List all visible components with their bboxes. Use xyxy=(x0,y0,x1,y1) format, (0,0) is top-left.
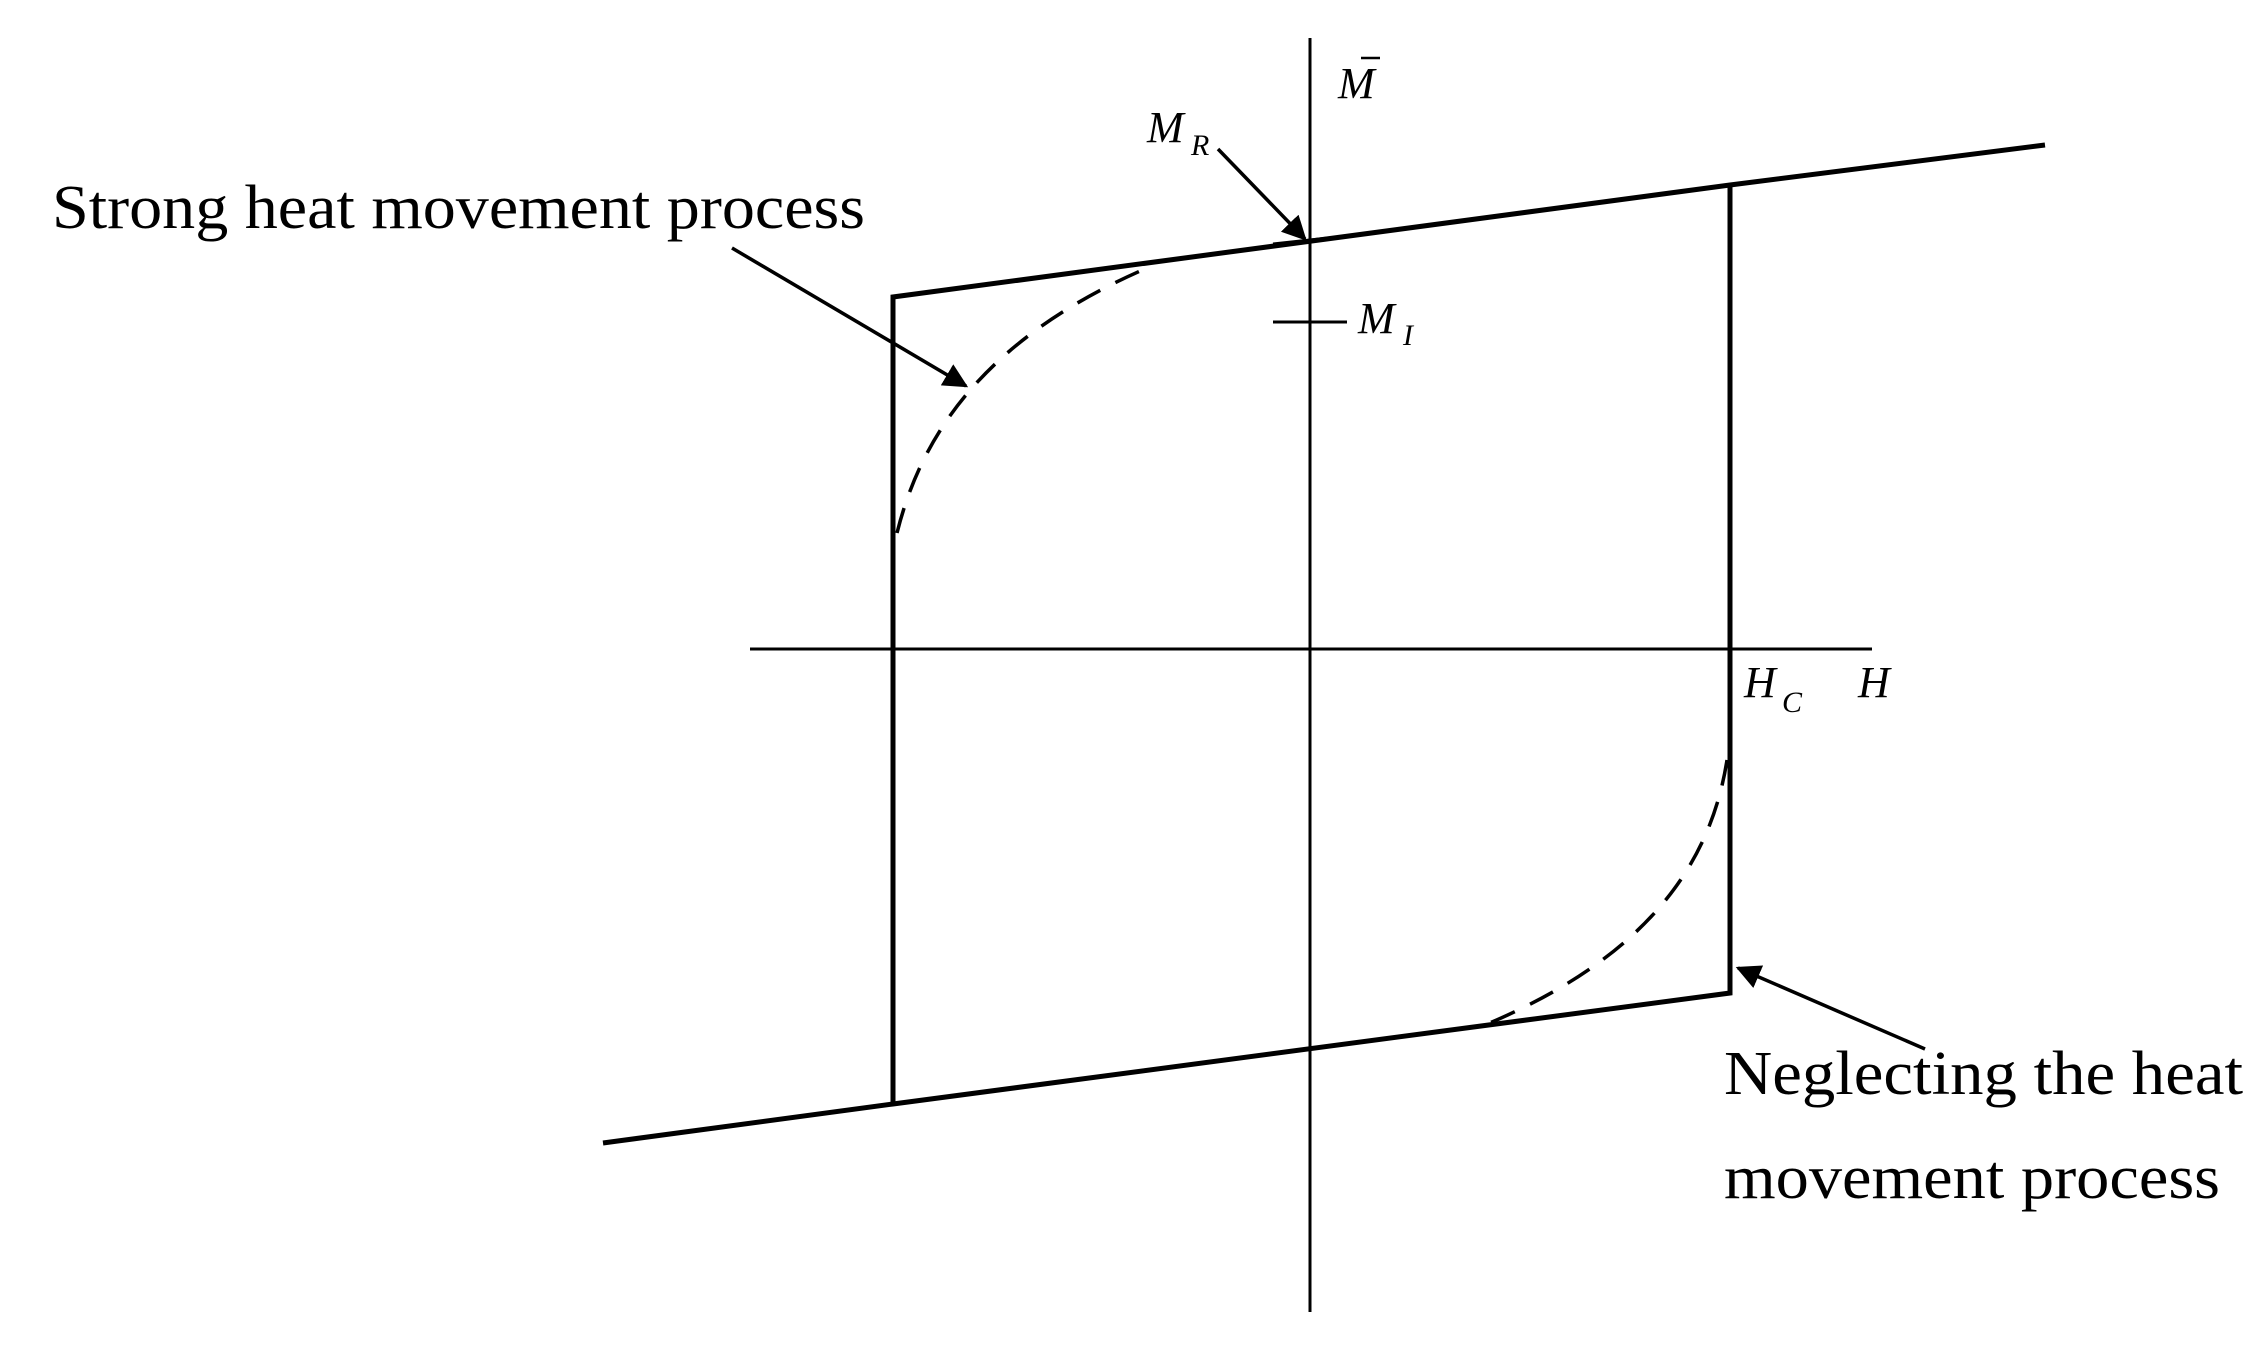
horizontal-axis-label: H xyxy=(1857,658,1892,707)
strong-arrow xyxy=(731,246,969,388)
dashed-curve-upper xyxy=(895,266,1148,534)
vertical-axis-label: M xyxy=(1337,59,1377,108)
hc-label: H xyxy=(1743,658,1778,707)
lower-branch xyxy=(602,649,1733,1146)
upper-branch xyxy=(890,142,2046,650)
neglect-annotation-line2: movement process xyxy=(1724,1144,2220,1212)
mi-label: M xyxy=(1357,294,1397,343)
mr-label-sub: R xyxy=(1190,129,1209,162)
mr-tick xyxy=(1272,234,1348,246)
dashed-curve-lower xyxy=(1484,759,1729,1027)
neglect-arrow xyxy=(1735,965,1926,1051)
mi-label-sub: I xyxy=(1402,319,1415,352)
mr-arrow xyxy=(1216,147,1307,241)
hc-label-sub: C xyxy=(1782,686,1803,719)
mr-label: M xyxy=(1146,103,1186,152)
strong-annotation: Strong heat movement process xyxy=(52,174,865,242)
neglect-annotation-line1: Neglecting the heat xyxy=(1724,1040,2243,1108)
